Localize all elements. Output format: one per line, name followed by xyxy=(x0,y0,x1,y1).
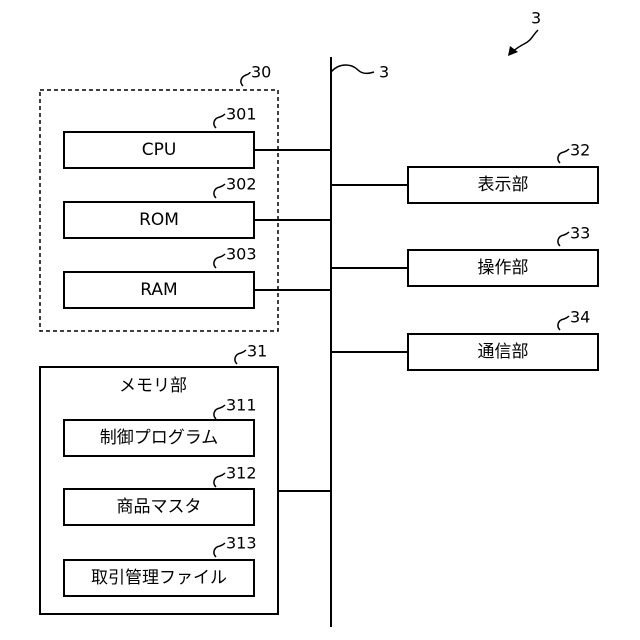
operation-ref-label: 33 xyxy=(570,224,590,243)
display-ref-label: 32 xyxy=(570,141,590,160)
cpu-ref-label: 301 xyxy=(226,105,257,124)
transaction-file-label: 取引管理ファイル xyxy=(91,568,227,588)
memory-ref-label: 31 xyxy=(247,342,267,361)
communication-ref-label: 34 xyxy=(570,308,590,327)
figure-ref-arrowhead xyxy=(508,46,518,56)
bus-ref-leader xyxy=(331,65,374,73)
rom-ref-leader xyxy=(214,184,225,198)
ram-ref-label: 303 xyxy=(226,245,257,264)
cpu-ref-leader xyxy=(214,114,225,128)
control-program-ref-label: 311 xyxy=(226,396,257,415)
control-program-label: 制御プログラム xyxy=(100,428,219,448)
communication-label: 通信部 xyxy=(478,342,529,362)
product-master-label: 商品マスタ xyxy=(117,497,202,517)
controller-ref-label: 30 xyxy=(251,63,271,82)
ram-ref-leader xyxy=(214,254,225,268)
rom-label: ROM xyxy=(139,210,179,230)
product-master-ref-label: 312 xyxy=(226,464,257,483)
memory-title: メモリ部 xyxy=(119,376,187,396)
operation-label: 操作部 xyxy=(478,258,529,278)
display-label: 表示部 xyxy=(478,175,529,195)
display-ref-leader xyxy=(558,149,569,163)
operation-ref-leader xyxy=(558,232,569,246)
rom-ref-label: 302 xyxy=(226,175,257,194)
figure-ref-leader xyxy=(512,30,538,52)
cpu-label: CPU xyxy=(142,140,177,160)
ram-label: RAM xyxy=(140,280,177,300)
figure-ref-label: 3 xyxy=(531,9,541,28)
bus-ref-label: 3 xyxy=(379,63,389,82)
memory-ref-leader xyxy=(235,350,246,364)
communication-ref-leader xyxy=(558,316,569,330)
controller-ref-leader xyxy=(241,72,250,86)
transaction-file-ref-label: 313 xyxy=(226,534,257,553)
